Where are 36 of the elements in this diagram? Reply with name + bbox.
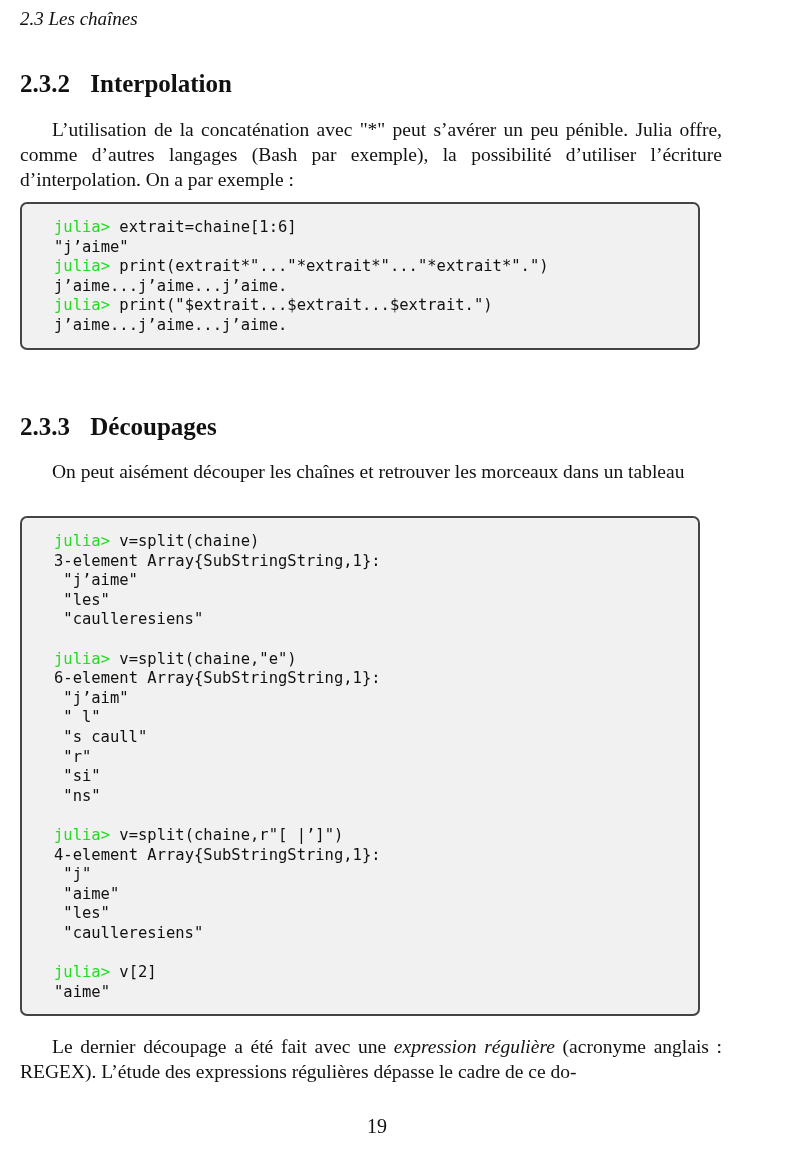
- code-line: "les": [63, 904, 110, 924]
- code-block: [20, 516, 700, 1017]
- page-number: 19: [367, 1115, 387, 1138]
- section-heading: 2.3.3 Découpages: [20, 413, 217, 441]
- code-line: " l": [63, 708, 101, 728]
- code-line: 4-element Array{SubStringString,1}:: [54, 845, 381, 866]
- code-line: "aime": [54, 982, 110, 1003]
- code-line: "si": [63, 767, 101, 787]
- code-line: 3-element Array{SubStringString,1}:: [54, 551, 381, 572]
- code-line: julia> print("$extrait...$extrait...$extrait."): [54, 296, 493, 316]
- code-line: julia> v[2]: [54, 963, 157, 983]
- code-line: j’aime...j’aime...j’aime.: [54, 276, 288, 297]
- code-line: julia> print(extrait*"..."*extrait*"..."*extrait*"."): [54, 257, 549, 277]
- paragraph: L’utilisation de la concaténation avec "*" peut s’avérer un peu pénible. Julia offre, comme d’autres langages (Bash par exemple), la possibilité d’utiliser l’écriture d’interpolation. On a par exemple :: [20, 118, 722, 192]
- code-line: "s caull": [63, 727, 148, 748]
- code-line: "j’aim": [63, 688, 129, 709]
- code-line: "les": [63, 590, 110, 611]
- code-line: julia> v=split(chaine,"e"): [54, 649, 297, 670]
- section-heading: 2.3.2 Interpolation: [20, 70, 232, 98]
- code-line: "j’aime": [63, 571, 138, 591]
- code-line: "aime": [63, 884, 120, 905]
- paragraph: Le dernier découpage a été fait avec une expression régulière (acronyme anglais : REGEX). L’étude des expressions régulières dépasse le cadre de ce do-: [20, 1035, 722, 1084]
- paragraph: On peut aisément découper les chaînes et retrouver les morceaux dans un tableau: [51, 460, 686, 484]
- code-line: julia> v=split(chaine): [54, 532, 260, 552]
- code-line: j’aime...j’aime...j’aime.: [54, 315, 288, 336]
- code-line: "caulleresiens": [63, 923, 204, 944]
- code-line: julia> v=split(chaine,r"[ |’]"): [54, 825, 344, 846]
- code-block: [20, 202, 700, 350]
- code-line: "ns": [63, 786, 101, 807]
- code-line: "j": [63, 865, 92, 885]
- code-line: "caulleresiens": [63, 610, 204, 630]
- code-line: "j’aime": [54, 237, 129, 258]
- code-line: 6-element Array{SubStringString,1}:: [54, 669, 381, 689]
- code-line: julia> extrait=chaine[1:6]: [54, 218, 297, 238]
- running-header: 2.3 Les chaînes: [20, 8, 138, 30]
- code-line: "r": [63, 747, 92, 768]
